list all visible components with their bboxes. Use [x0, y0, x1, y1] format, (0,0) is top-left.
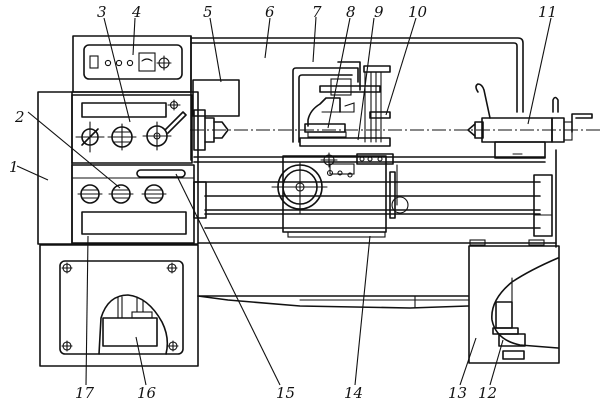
callout-11: 11 [538, 3, 557, 21]
callout-15: 15 [276, 384, 295, 402]
control-panel [72, 35, 192, 93]
callout-5: 5 [203, 3, 213, 21]
feed-gearbox [71, 164, 195, 244]
callout-8: 8 [346, 3, 356, 21]
leader-lines [16, 16, 552, 386]
callout-1: 1 [9, 158, 19, 176]
left-base [39, 244, 199, 367]
callout-6: 6 [265, 3, 275, 21]
callout-17: 17 [75, 384, 95, 402]
callout-2: 2 [14, 108, 25, 126]
callout-10: 10 [408, 3, 428, 21]
callout-4: 4 [131, 3, 142, 21]
callout-7: 7 [312, 3, 322, 21]
right-pedestal [468, 245, 560, 364]
callout-16: 16 [137, 384, 157, 402]
lathe-bed [193, 149, 557, 309]
callout-3: 3 [97, 3, 107, 21]
callout-12: 12 [478, 384, 497, 402]
left-cabinet [37, 91, 199, 245]
callout-9: 9 [374, 3, 384, 21]
switch-box [192, 79, 240, 117]
chip-guard [190, 35, 524, 161]
callout-14: 14 [344, 384, 363, 402]
carriage [292, 61, 394, 165]
callout-13: 13 [448, 384, 467, 402]
headstock [71, 94, 193, 164]
tailstock [467, 83, 593, 159]
apron [271, 152, 409, 238]
